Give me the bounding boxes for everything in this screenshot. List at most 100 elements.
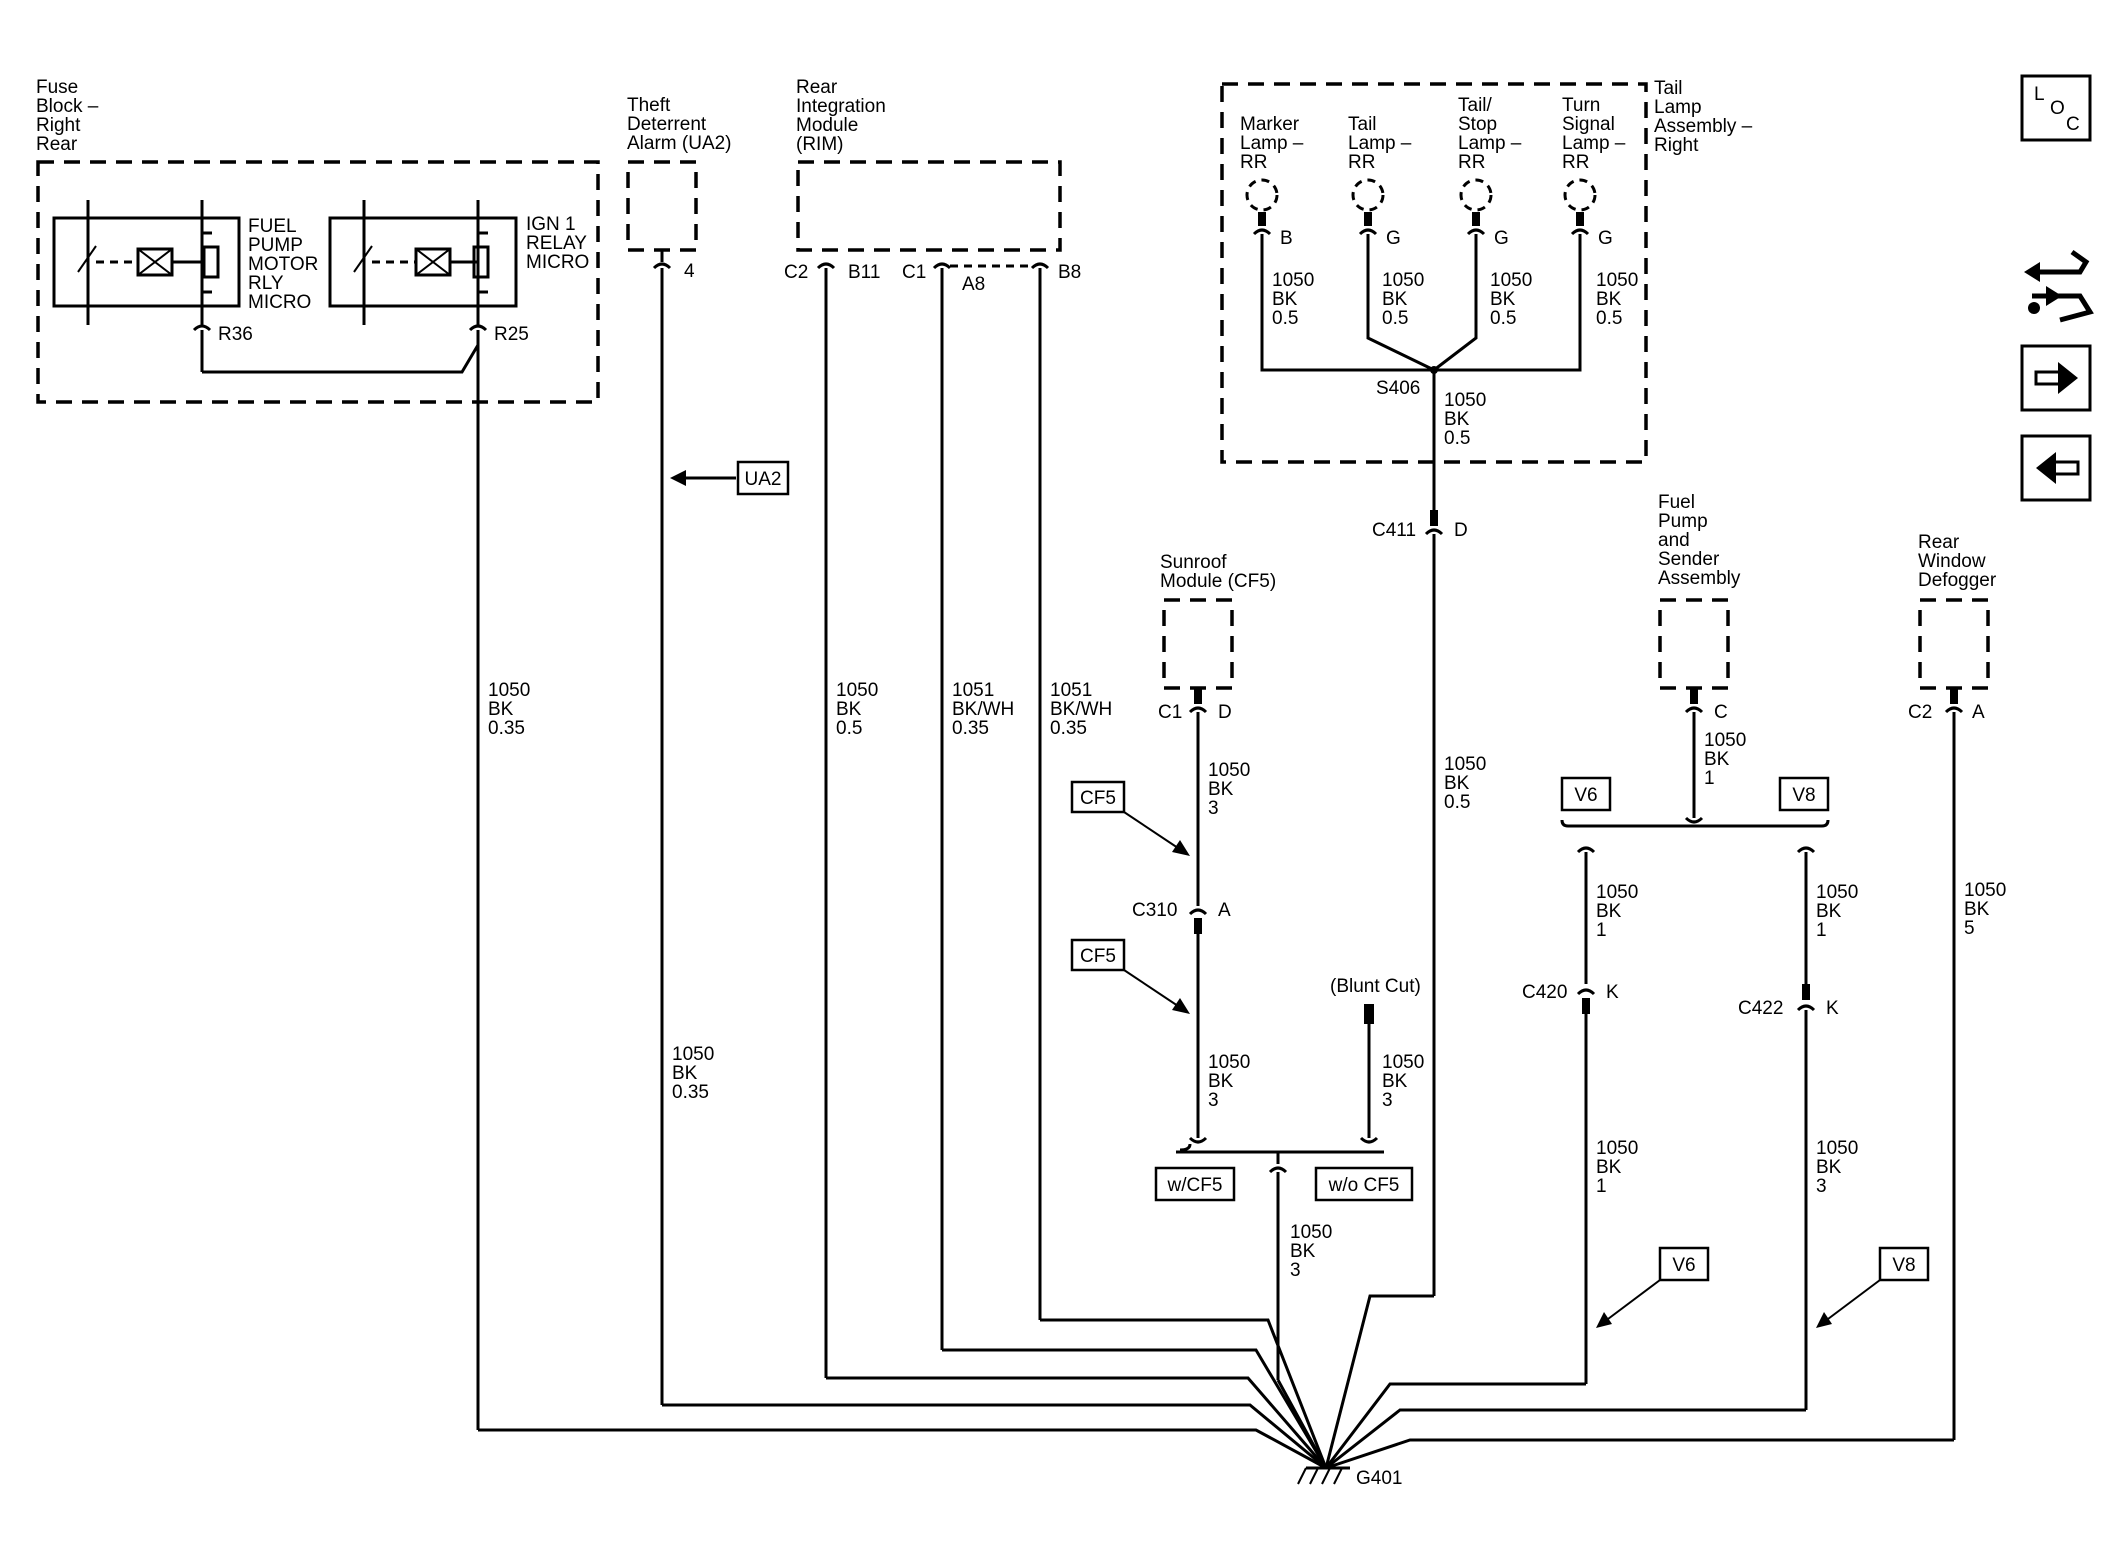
fuel-pump-motor-relay: FUEL PUMP MOTOR RLY MICRO: [52, 200, 324, 325]
option-ua2-badge: [736, 460, 790, 496]
svg-text:D: D: [1218, 702, 1232, 723]
wire-label: 1050 BK 3: [1290, 1222, 1338, 1281]
pin-rim-c2: C2: [784, 262, 808, 283]
lamp-bulb: [1351, 178, 1385, 236]
wire-label: 1050 BK 1: [1816, 882, 1864, 941]
option-v6-badge: [1658, 1246, 1710, 1282]
option-cf5-badge: [1070, 780, 1126, 814]
theft-deterrent-alarm: Theft Deterrent Alarm (UA2) 4: [626, 95, 736, 1405]
pin-lamp-g: G: [1598, 228, 1613, 249]
tail-assembly-label: Tail Lamp Assembly – Right: [1654, 78, 1757, 156]
pin-lamp-g: G: [1386, 228, 1401, 249]
option-wo-cf5-badge: [1314, 1166, 1414, 1202]
wire-label: 1050 BK 3: [1208, 760, 1256, 819]
pin-rim-b11: B11: [848, 262, 880, 283]
previous-page-button[interactable]: [2020, 434, 2092, 502]
svg-text:L: L: [2034, 84, 2045, 105]
svg-text:C422: C422: [1738, 998, 1783, 1019]
fuse-block-label: Fuse Block – Right Rear: [36, 77, 104, 155]
svg-text:V6: V6: [1574, 785, 1597, 806]
wire-label: 1050 BK 1: [1596, 882, 1644, 941]
lamp-bulb: [1459, 178, 1493, 236]
wire-label: 1050 BK 0.5: [1596, 270, 1644, 329]
stop-lamp-label: Tail/ Stop Lamp – RR: [1458, 95, 1527, 173]
wire-label: 1050 BK 3: [1816, 1138, 1864, 1197]
connector-c411: C411 D 1050 BK 0.5: [1372, 510, 1492, 1296]
ign1-relay: IGN 1 RELAY MICRO: [328, 200, 592, 325]
wire-label: 1051 BK/WH 0.35: [952, 680, 1020, 739]
pin-lamp-g: G: [1494, 228, 1509, 249]
svg-text:UA2: UA2: [745, 469, 782, 490]
svg-text:CF5: CF5: [1080, 788, 1116, 809]
svg-text:A: A: [1972, 702, 1985, 723]
svg-text:w/CF5: w/CF5: [1167, 1175, 1223, 1196]
wire-label: 1050 BK 5: [1964, 880, 2012, 939]
fuel-relay-label: FUEL PUMP MOTOR RLY MICRO: [248, 216, 324, 313]
wire-label: 1050 BK 0.5: [1444, 754, 1492, 813]
wire-label: 1050 BK 0.5: [1272, 270, 1320, 329]
svg-text:G401: G401: [1356, 1468, 1402, 1489]
pin-lamp-b: B: [1280, 228, 1293, 249]
svg-text:C: C: [2066, 114, 2080, 135]
option-w-cf5-badge: [1154, 1166, 1236, 1202]
fuel-pump-label: Fuel Pump and Sender Assembly: [1658, 492, 1741, 589]
wire-label: 1050 BK 1: [1704, 730, 1752, 789]
pin-rim-b8: B8: [1058, 262, 1081, 283]
sunroof-label: Sunroof Module (CF5): [1160, 552, 1276, 592]
turn-lamp-label: Turn Signal Lamp – RR: [1562, 95, 1631, 173]
fuse-block-right-rear: Fuse Block – Right Rear FUEL PUMP MOTOR …: [36, 77, 600, 1430]
rear-window-defogger: Rear Window Defogger C2 A 1050 BK 5: [1908, 532, 2012, 1440]
ign-relay-label: IGN 1 RELAY MICRO: [526, 214, 592, 273]
pin-rim-c1: C1: [902, 262, 926, 283]
tail-lamp-label: Tail Lamp – RR: [1348, 114, 1417, 173]
wire-label: 1050 BK 0.5: [1444, 390, 1492, 449]
svg-text:w/o CF5: w/o CF5: [1328, 1175, 1400, 1196]
option-v8-badge: [1878, 1246, 1930, 1282]
wire-label: 1050 BK 1: [1596, 1138, 1644, 1197]
connector-icon[interactable]: [2024, 249, 2094, 323]
splice-s406: S406: [1376, 378, 1420, 399]
wire-label: 1050 BK 0.5: [1490, 270, 1538, 329]
marker-lamp-label: Marker Lamp – RR: [1240, 114, 1309, 173]
theft-label: Theft Deterrent Alarm (UA2): [627, 95, 732, 154]
svg-text:C2: C2: [1908, 702, 1932, 723]
svg-text:A: A: [1218, 900, 1231, 921]
cf5-option-bracket: w/CF5 w/o CF5 1050 BK 3: [1154, 1136, 1414, 1380]
arrow-right-icon: [2034, 362, 2078, 394]
wire-label: 1050 BK 0.35: [672, 1044, 720, 1103]
option-cf5-badge: [1070, 938, 1126, 972]
sunroof-module: Sunroof Module (CF5) C1 D 1050 BK 3 C310…: [1070, 552, 1276, 1138]
fuel-pump-sender-assembly: Fuel Pump and Sender Assembly C 1050 BK …: [1522, 492, 1930, 1410]
svg-text:V6: V6: [1672, 1255, 1695, 1276]
arrow-left-icon: [2036, 452, 2080, 484]
svg-text:D: D: [1454, 520, 1468, 541]
rim-label: Rear Integration Module (RIM): [796, 77, 891, 155]
option-v6-badge: [1560, 776, 1612, 812]
wire-label: 1050 BK 0.5: [1382, 270, 1430, 329]
pin-r25: R25: [494, 324, 529, 345]
lamp-bulb: [1245, 178, 1279, 236]
svg-text:C: C: [1714, 702, 1728, 723]
svg-text:C420: C420: [1522, 982, 1567, 1003]
loc-button[interactable]: L O C: [2020, 74, 2092, 142]
defogger-label: Rear Window Defogger: [1918, 532, 1997, 591]
tail-lamp-assembly-right: Tail Lamp Assembly – Right Marker Lamp –…: [1220, 78, 1757, 510]
ground-g401: G401: [478, 1294, 1954, 1489]
svg-text:C310: C310: [1132, 900, 1177, 921]
pin-theft-4: 4: [684, 261, 695, 282]
svg-text:V8: V8: [1892, 1255, 1915, 1276]
svg-text:(Blunt Cut): (Blunt Cut): [1330, 976, 1421, 997]
pin-r36: R36: [218, 324, 253, 345]
svg-text:K: K: [1826, 998, 1839, 1019]
wire-label: 1050 BK 3: [1208, 1052, 1256, 1111]
wire-label: 1050 BK 0.35: [488, 680, 536, 739]
option-v8-badge: [1778, 776, 1830, 812]
rear-integration-module: Rear Integration Module (RIM) C2 B11 C1 …: [784, 77, 1081, 1378]
lamp-bulb: [1563, 178, 1597, 236]
svg-text:CF5: CF5: [1080, 946, 1116, 967]
next-page-button[interactable]: [2020, 344, 2092, 412]
pin-rim-a8: A8: [962, 274, 985, 295]
wire-label: 1050 BK 0.5: [836, 680, 884, 739]
svg-text:O: O: [2050, 98, 2065, 119]
